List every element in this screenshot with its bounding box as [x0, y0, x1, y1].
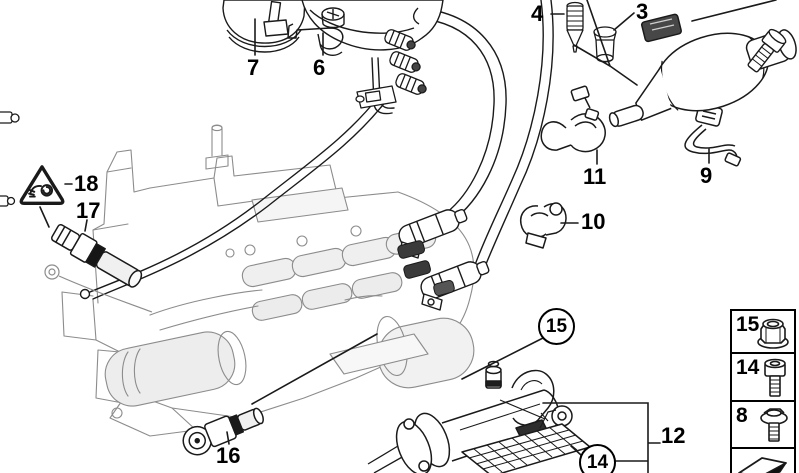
flange-nut-icon: [757, 318, 789, 349]
legend-label-14: 14: [736, 356, 760, 379]
legend-label-15: 15: [736, 313, 760, 336]
clutch-actuator-drawing: [608, 13, 797, 128]
legend-box-8: 8: [730, 400, 796, 449]
callout-9: 9: [700, 163, 713, 188]
actuator-bolt-drawing: [747, 28, 787, 73]
fluid-reservoir-6-drawing: [287, 0, 444, 56]
pipe-fittings-cluster-drawing: [355, 29, 427, 109]
callout-15-circled: 15: [538, 308, 575, 345]
bleeder-valve-4-drawing: [566, 1, 584, 53]
coupling-sockets-drawing: [397, 240, 455, 296]
pinch-hazard-triangle-icon: [19, 165, 65, 206]
callout-3: 3: [636, 0, 649, 24]
callout-18: 18: [74, 171, 99, 196]
cable-bracket-9-drawing: [684, 103, 742, 167]
legend-box-14: 14: [730, 352, 796, 402]
sleeve-cap-3-drawing: [593, 26, 617, 63]
callout-14-circled: 14: [579, 444, 616, 473]
callout-11: 11: [583, 164, 607, 189]
ground-wire-drawing: [44, 264, 153, 313]
callout-12: 12: [661, 423, 686, 448]
legend-box-15: 15: [730, 309, 796, 354]
leader-lines: [39, 0, 777, 473]
socket-head-screw-icon: [764, 358, 786, 397]
callout-4: 4: [531, 1, 544, 26]
slave-cylinder-drawing: [367, 360, 591, 473]
fluid-reservoir-7-drawing: [222, 0, 306, 53]
legend-label-8: 8: [736, 404, 748, 427]
callout-6: 6: [313, 55, 326, 80]
hose-clip-10-drawing: [519, 202, 567, 249]
callout-16: 16: [216, 443, 241, 468]
flange-bolt-icon: [760, 408, 788, 442]
hose-clip-11-drawing: [540, 85, 606, 153]
callout-10: 10: [581, 209, 606, 234]
callout-7: 7: [247, 55, 260, 80]
gearbox-hydraulic-unit-drawing: [61, 124, 475, 437]
position-sensor-16-drawing: [182, 407, 264, 456]
callout-17: 17: [76, 198, 101, 223]
legend-box-next: [730, 447, 796, 473]
edge-fittings-drawing: [0, 111, 20, 207]
temperature-sensor-17-drawing: [50, 223, 143, 288]
page-turn-arrow-icon: [738, 457, 787, 473]
hardware-legend: 15 14: [730, 309, 796, 473]
